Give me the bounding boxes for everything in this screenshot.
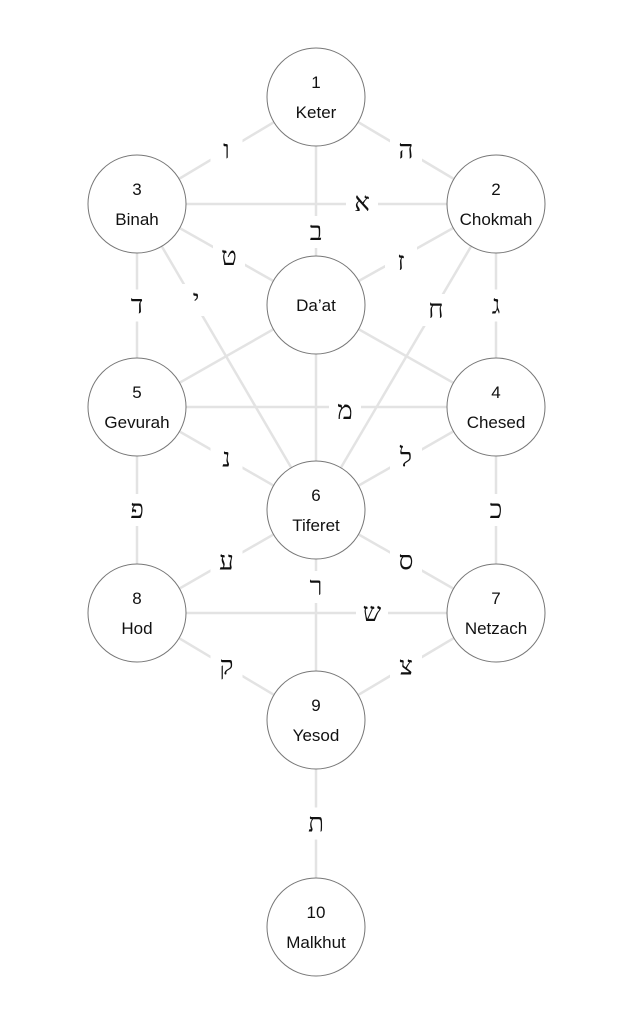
- sefirah-circle: [87, 154, 187, 254]
- path-letter-background: [390, 134, 422, 167]
- sefirah-circle: [266, 670, 366, 770]
- path-letter-background: [300, 216, 332, 248]
- sefirah-number: 2: [491, 180, 500, 199]
- path-letter-keter-daat: ב: [310, 217, 323, 247]
- sefirah-number: 6: [311, 486, 320, 505]
- path-letter-binah-daat: ט: [221, 242, 237, 272]
- sefirah-name: Yesod: [293, 726, 340, 745]
- path-letter-background: [390, 545, 422, 578]
- path-letter-keter-binah: ו: [223, 136, 230, 166]
- path-letter-background: [346, 187, 378, 219]
- sefirah-name: Binah: [115, 210, 158, 229]
- sefirah-circle: [87, 357, 187, 457]
- sefirah-circle: [446, 357, 546, 457]
- path-letter-background: [300, 571, 332, 603]
- path-letter-background: [210, 545, 243, 578]
- sefirah-name: Tiferet: [292, 516, 340, 535]
- path-letter-background: [385, 246, 417, 278]
- path-letter-background: [329, 395, 361, 427]
- path-letter-hod-netzach: ש: [363, 598, 382, 628]
- path-letters: ו ה ב א ט ז ד ג י ח מ נ ל פ כ ע ס ר ש ק צ ת: [121, 134, 512, 840]
- sefirah-circle: [446, 563, 546, 663]
- path-letter-binah-chokmah: א: [354, 188, 370, 218]
- path-letter-background: [300, 807, 332, 840]
- path-letter-background: [213, 241, 245, 273]
- path-letter-hod-yesod: ק: [220, 652, 234, 682]
- sefirah-name: Netzach: [465, 619, 527, 638]
- sefirah-circle: [266, 877, 366, 977]
- path-letter-background: [210, 134, 243, 167]
- sefirah-number: 1: [311, 73, 320, 92]
- path-letter-chokmah-tiferet: ח: [428, 295, 443, 325]
- sefirah-name: Da’at: [296, 296, 336, 315]
- path-letter-gevurah-chesed: מ: [337, 396, 352, 426]
- sefirah-daat: Da’at: [266, 255, 366, 355]
- path-letter-tiferet-hod: ע: [219, 547, 234, 577]
- sefirah-circle: [87, 563, 187, 663]
- sefirah-circle: [266, 460, 366, 560]
- sefirah-number: 10: [307, 903, 326, 922]
- sefirah-number: 9: [311, 696, 320, 715]
- path-letter-background: [210, 650, 243, 683]
- path-letter-background: [480, 494, 512, 526]
- sefirah-number: 5: [132, 383, 141, 402]
- path-letter-tiferet-netzach: ס: [399, 547, 414, 577]
- path-letter-chokmah-daat: ז: [397, 247, 404, 277]
- path-letter-background: [420, 294, 452, 326]
- sefirah-number: 7: [491, 589, 500, 608]
- path-letter-gevurah-hod: פ: [130, 495, 144, 525]
- sefirah-name: Hod: [121, 619, 152, 638]
- sefirah-name: Chokmah: [460, 210, 533, 229]
- path-letter-chesed-tiferet: ל: [399, 444, 412, 474]
- path-letter-background: [121, 494, 153, 526]
- path-letter-keter-chokmah: ה: [399, 136, 414, 166]
- path-letter-background: [390, 650, 422, 683]
- path-letter-background: [180, 284, 212, 316]
- path-letter-chesed-netzach: כ: [490, 495, 503, 525]
- path-letter-background: [121, 289, 153, 322]
- path-letter-background: [356, 597, 388, 629]
- sefirah-number: 3: [132, 180, 141, 199]
- path-letter-yesod-malkhut: ת: [308, 809, 324, 839]
- sefirah-number: 4: [491, 383, 500, 402]
- path-letter-background: [390, 442, 422, 475]
- sefirah-circle: [446, 154, 546, 254]
- path-letter-background: [480, 289, 512, 322]
- path-letter-chokmah-chesed: ג: [492, 291, 501, 321]
- sefirah-number: 8: [132, 589, 141, 608]
- path-letter-gevurah-tiferet: נ: [222, 444, 230, 474]
- sefirah-name: Keter: [296, 103, 337, 122]
- sefirah-circle: [266, 47, 366, 147]
- path-letter-tiferet-yesod: ר: [310, 572, 323, 602]
- path-letter-binah-tiferet: י: [193, 285, 200, 315]
- path-letter-binah-gevurah: ד: [131, 291, 144, 321]
- sefirah-name: Chesed: [467, 413, 526, 432]
- sefirah-name: Malkhut: [286, 933, 346, 952]
- path-letter-netzach-yesod: צ: [399, 652, 413, 682]
- sefirah-name: Gevurah: [104, 413, 169, 432]
- path-letter-background: [210, 442, 243, 475]
- sefirah-circle: [266, 255, 366, 355]
